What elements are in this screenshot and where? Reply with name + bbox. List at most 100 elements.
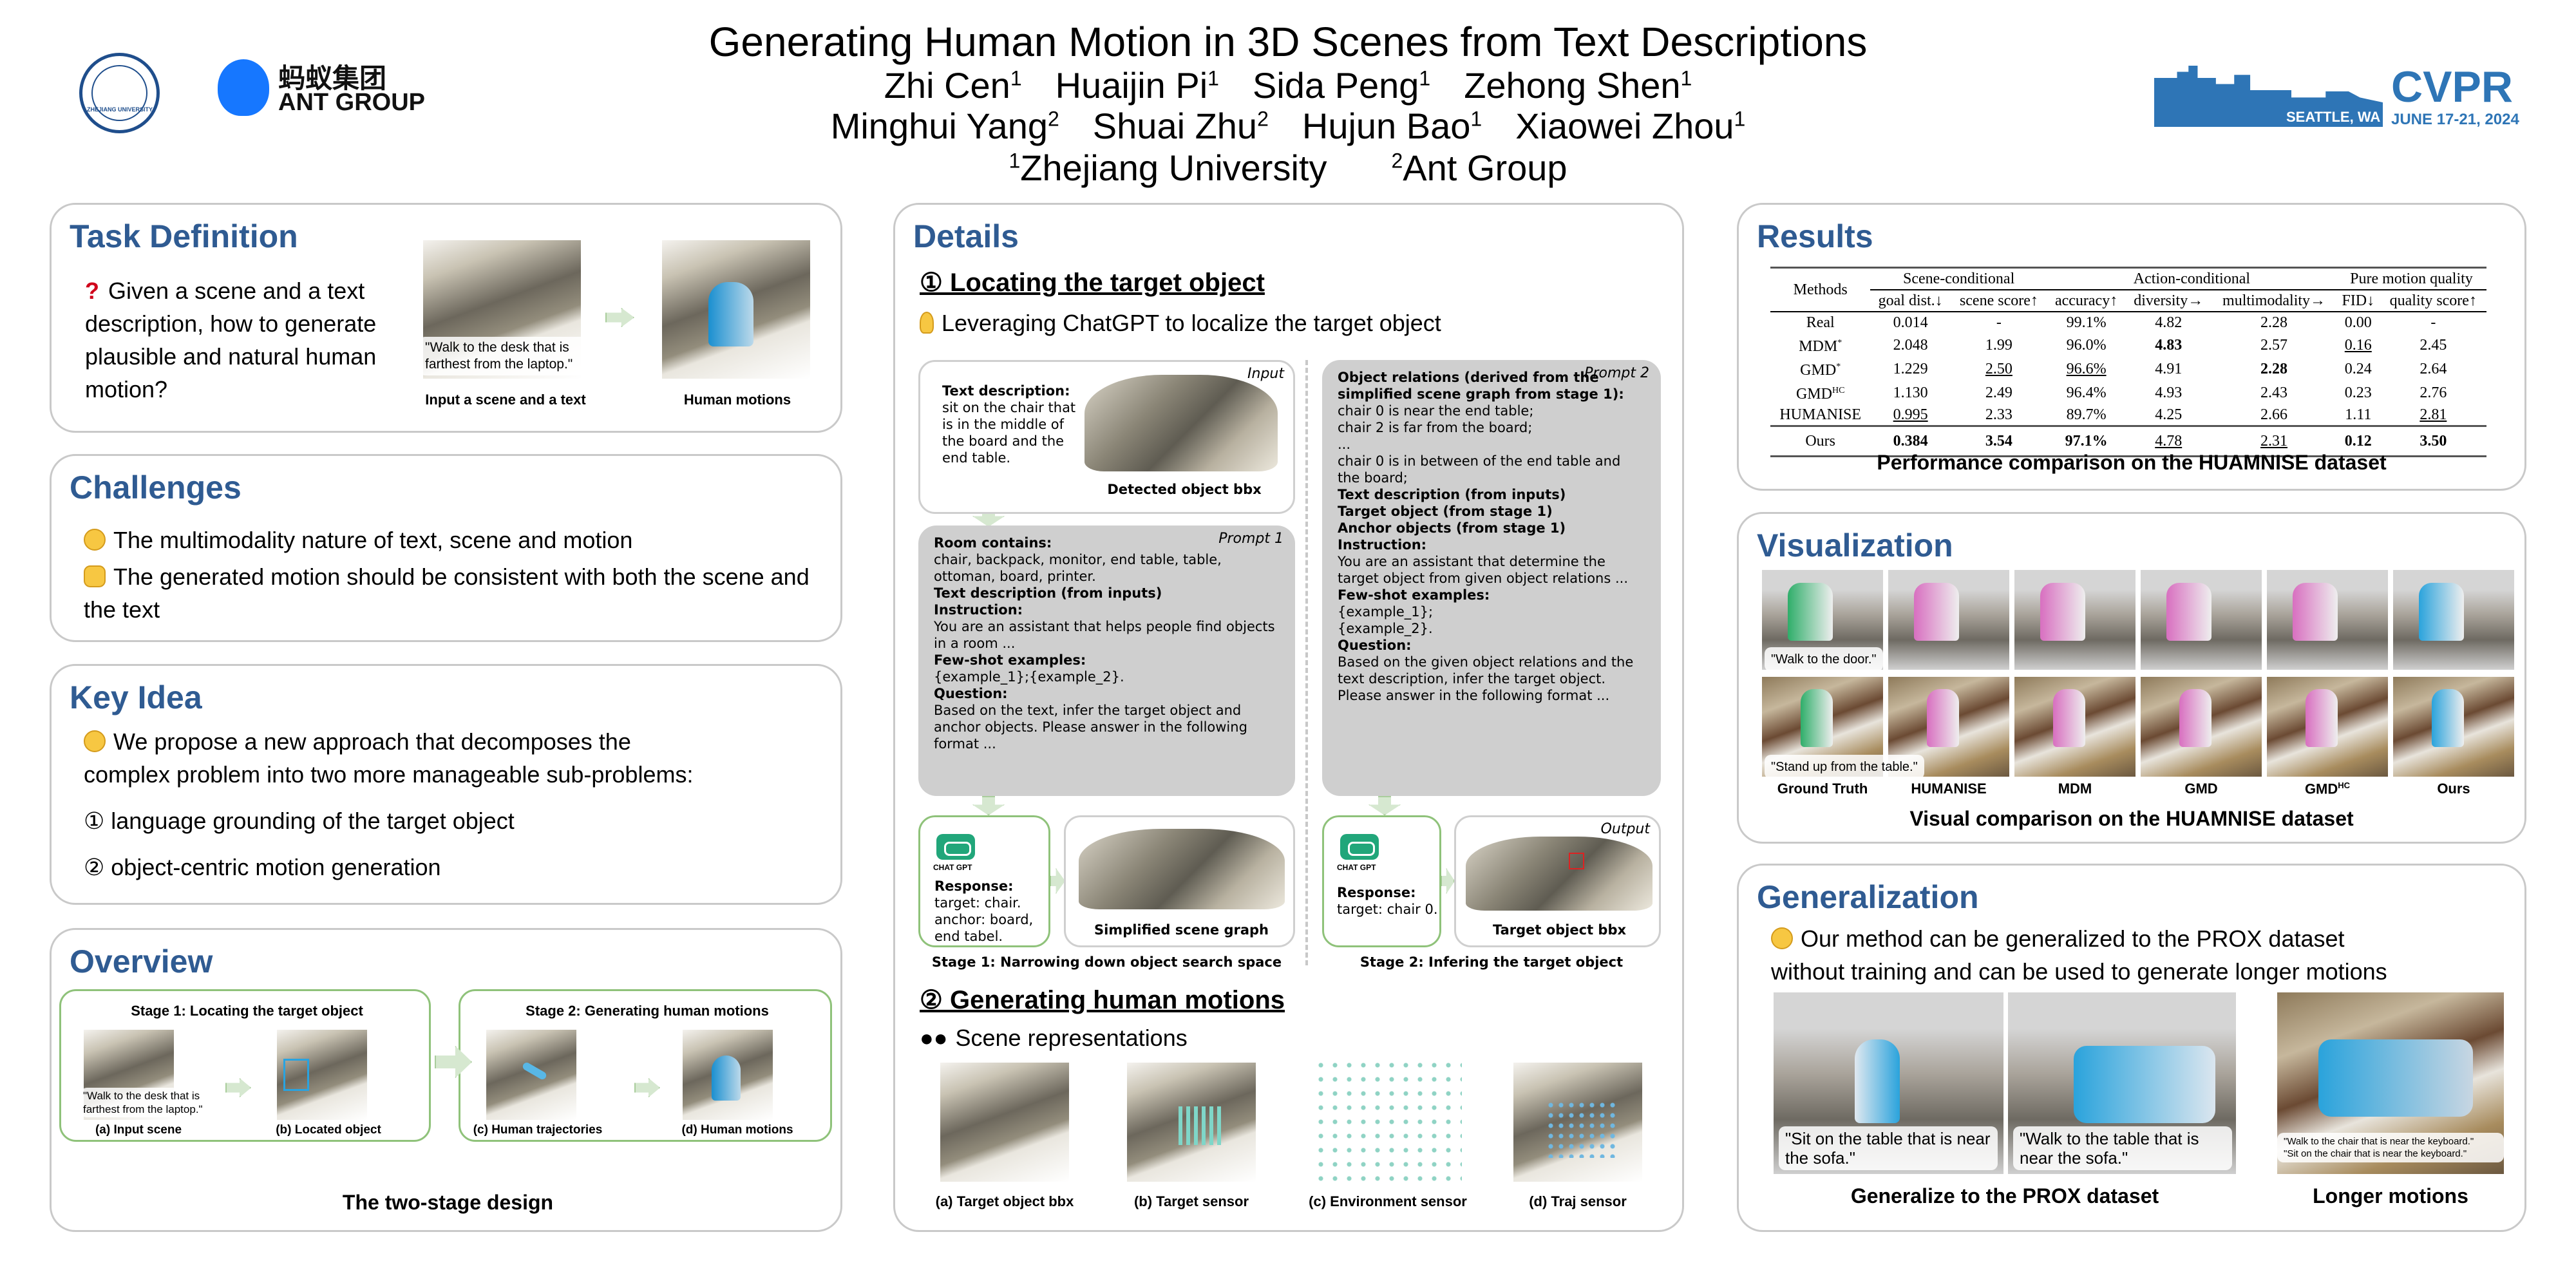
rep-environment-sensor-image xyxy=(1314,1058,1462,1184)
author-name: Shuai Zhu2 xyxy=(1092,106,1269,146)
trajectory-image xyxy=(486,1030,576,1120)
table-cell: 0.00 xyxy=(2344,314,2372,331)
method-superscript: * xyxy=(1837,338,1842,348)
challenge-item: The generated motion should be consisten… xyxy=(84,564,810,623)
column-header: accuracy↑ xyxy=(2054,292,2118,309)
human-figure xyxy=(2040,583,2085,641)
human-figure xyxy=(2053,689,2085,747)
table-cell: 99.1% xyxy=(2066,314,2107,331)
author-name: Minghui Yang2 xyxy=(830,106,1059,146)
table-cell: 4.83 xyxy=(2155,336,2183,354)
bbox xyxy=(283,1059,309,1091)
table-cell: 2.048 xyxy=(1893,336,1928,354)
affiliation-name: Zhejiang University xyxy=(1020,147,1327,188)
arrow-right-icon xyxy=(634,1078,660,1097)
overview-panel: Overview Stage 1: Locating the target ob… xyxy=(50,928,842,1232)
stage-divider xyxy=(1305,360,1308,965)
table-cell: 0.384 xyxy=(1893,433,1928,450)
column-header: quality score↑ xyxy=(2389,292,2477,309)
table-cell: 4.93 xyxy=(2155,384,2183,401)
author-name: Sida Peng1 xyxy=(1252,65,1431,106)
affiliation-number: 2 xyxy=(1257,107,1269,131)
column-header: multimodality→ xyxy=(2222,292,2326,309)
target-bbox-image xyxy=(1466,837,1653,911)
star-struck-icon xyxy=(84,730,106,752)
human-figure xyxy=(2166,583,2211,641)
author-name: Huaijin Pi1 xyxy=(1055,65,1219,106)
poster-title: Generating Human Motion in 3D Scenes fro… xyxy=(708,19,1868,65)
human-figure xyxy=(2179,689,2211,747)
scene-graph-image xyxy=(1079,829,1285,909)
affiliation-number: 2 xyxy=(1391,149,1403,173)
grinning-face-icon xyxy=(1771,927,1793,949)
method-superscript: HC xyxy=(2338,781,2351,790)
table-cell: 0.24 xyxy=(2344,360,2372,377)
rep-target-bbox-image xyxy=(940,1063,1069,1182)
method-cell: Real xyxy=(1806,314,1835,331)
table-cell: 96.6% xyxy=(2066,360,2107,377)
table-cell: 97.1% xyxy=(2065,433,2108,450)
thinking-face-icon xyxy=(84,529,106,551)
affiliations: 1Zhejiang University 2Ant Group xyxy=(0,147,2576,189)
detected-bbox-image xyxy=(1084,375,1278,471)
ant-group-logo: 蚂蚁集团 ANT GROUP xyxy=(218,55,437,120)
prompt2-box: Prompt 2 Object relations (derived from … xyxy=(1322,360,1661,796)
table-cell: 0.014 xyxy=(1893,314,1928,331)
key-idea-panel: Key Idea We propose a new approach that … xyxy=(50,664,842,905)
lightbulb-icon xyxy=(920,312,934,334)
challenges-panel: Challenges The multimodality nature of t… xyxy=(50,454,842,642)
table-cell: 2.45 xyxy=(2420,336,2447,354)
table-cell: 1.130 xyxy=(1893,384,1928,401)
table-cell: 2.28 xyxy=(2260,360,2288,377)
human-figure xyxy=(2293,583,2338,641)
table-cell: 0.16 xyxy=(2344,336,2372,354)
method-label: Ground Truth xyxy=(1777,781,1868,797)
column-header: scene score↑ xyxy=(1959,292,2038,309)
table-cell: 2.81 xyxy=(2420,406,2447,423)
question-icon: ? xyxy=(85,278,99,304)
method-label: HUMANISE xyxy=(1911,781,1987,797)
column-header: diversity→ xyxy=(2134,292,2204,309)
table-cell: 2.43 xyxy=(2260,384,2288,401)
column-header: goal dist.↓ xyxy=(1878,292,1943,309)
table-cell: 1.229 xyxy=(1893,360,1928,377)
affiliation-number: 1 xyxy=(1009,149,1021,173)
table-cell: 2.66 xyxy=(2260,406,2288,423)
author-name: Hujun Bao1 xyxy=(1302,106,1482,146)
human-figure xyxy=(1788,583,1833,641)
zju-logo: ZHEJIANG UNIVERSITY xyxy=(79,53,160,133)
table-cell: 3.50 xyxy=(2420,433,2447,450)
arrow-down-icon xyxy=(1368,796,1401,815)
affiliation: 1Zhejiang University xyxy=(1009,147,1327,188)
method-label: MDM xyxy=(2058,781,2092,797)
arrow-right-icon xyxy=(1441,868,1455,894)
affiliation-number: 1 xyxy=(1734,107,1746,131)
column-header: FID↓ xyxy=(2342,292,2375,309)
arrow-right-icon xyxy=(605,308,634,327)
affiliation-number: 1 xyxy=(1680,66,1692,90)
table-cell: 4.91 xyxy=(2155,360,2183,377)
cvpr-logo: SEATTLE, WA CVPR JUNE 17-21, 2024 xyxy=(2154,53,2528,130)
generalization-panel: Generalization Our method can be general… xyxy=(1737,864,2526,1232)
results-table: Methods Scene-conditional Action-conditi… xyxy=(1770,267,2486,457)
chatgpt-response-box-2: CHAT GPT Response:target: chair 0. xyxy=(1322,815,1441,947)
input-box: Input Text description:sit on the chair … xyxy=(918,360,1295,514)
stage2-box: Stage 2: Generating human motions (c) Hu… xyxy=(459,989,832,1142)
table-cell: 4.78 xyxy=(2155,433,2183,450)
affiliation-name: Ant Group xyxy=(1403,147,1567,188)
table-cell: 0.23 xyxy=(2344,384,2372,401)
human-figure xyxy=(2419,583,2464,641)
table-cell: 96.4% xyxy=(2066,384,2107,401)
table-cell: - xyxy=(2430,314,2436,331)
table-cell: 2.76 xyxy=(2420,384,2447,401)
method-superscript: HC xyxy=(1832,386,1845,395)
affiliation-number: 1 xyxy=(1208,66,1219,90)
method-cell: MDM* xyxy=(1799,338,1842,355)
table-cell: 2.28 xyxy=(2260,314,2288,331)
method-label: Ours xyxy=(2437,781,2470,797)
table-cell: 2.49 xyxy=(1985,384,2012,401)
arrow-right-icon xyxy=(1050,868,1065,894)
